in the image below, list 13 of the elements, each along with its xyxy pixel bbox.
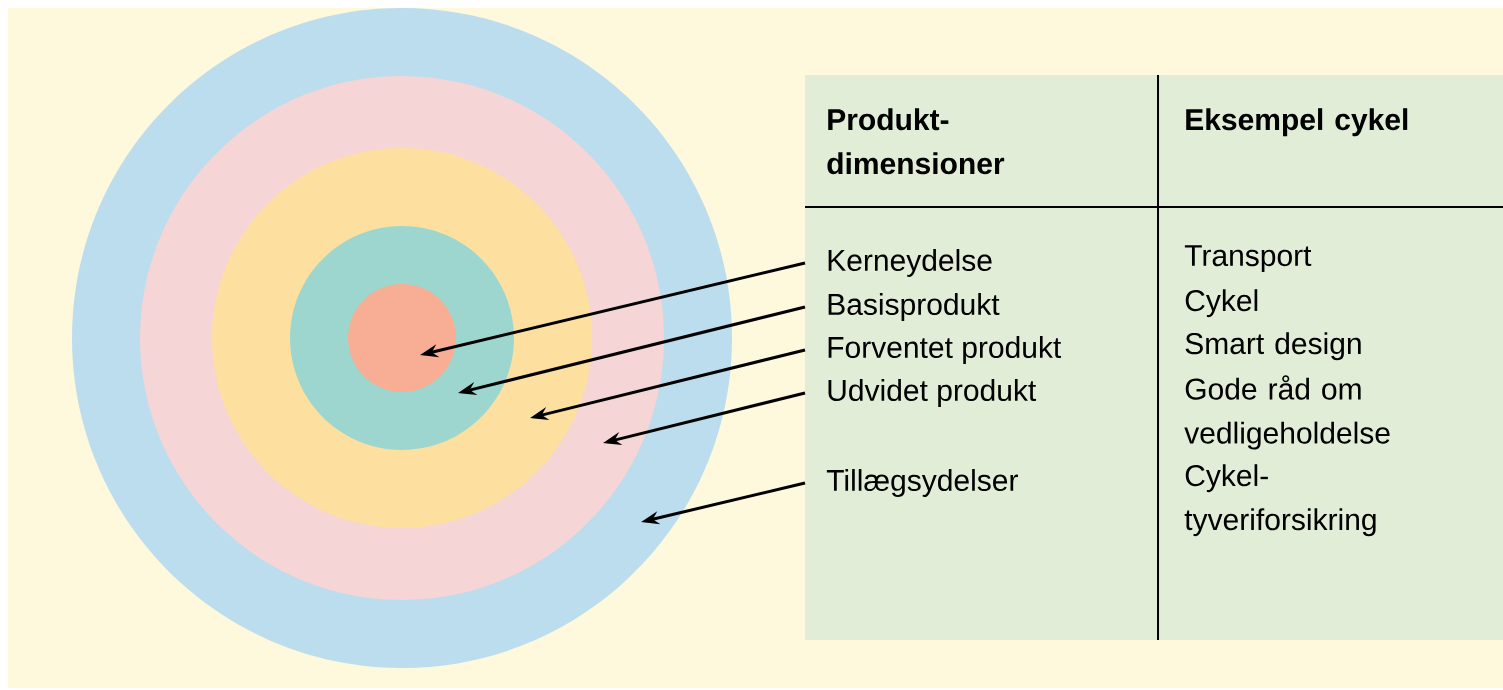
dimension-label: Kerneydelse — [828, 249, 992, 277]
column-header: Eksempel cykel — [1186, 108, 1408, 137]
example-text: Transport — [1184, 245, 1312, 273]
example-text: Cykel- tyveriforsikring — [1184, 464, 1376, 537]
ring — [348, 284, 456, 392]
example-text: Smart design — [1185, 332, 1361, 361]
dimension-label: Basisprodukt — [828, 293, 1000, 321]
example-text: Cykel — [1185, 289, 1258, 318]
dimension-label: Udvidet produkt — [828, 379, 1037, 407]
column-header: Produkt- dimensioner — [827, 108, 1005, 175]
dimension-label: Tillægsydelser — [826, 469, 1018, 497]
dimension-label: Forventet produkt — [828, 336, 1062, 364]
example-text: Gode råd om vedligeholdelse — [1184, 375, 1390, 450]
